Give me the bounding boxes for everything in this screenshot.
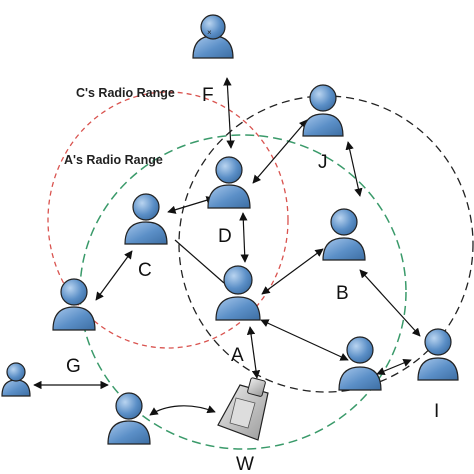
label-w: W: [236, 454, 254, 474]
label-a: A: [231, 345, 244, 366]
node-i: [417, 328, 459, 381]
c-radio-range-label: C's Radio Range: [76, 86, 175, 100]
link-d-a: [239, 212, 249, 263]
node-e: [107, 392, 151, 445]
a-radio-range-label: A's Radio Range: [64, 153, 163, 167]
node-a: [215, 265, 261, 321]
label-g: G: [66, 356, 81, 377]
node-j: [302, 84, 344, 137]
link-a-c: [174, 239, 225, 284]
link-w-e: [149, 405, 216, 416]
c-radio-range-circle: [47, 91, 289, 349]
svg-text:×: ×: [207, 28, 212, 37]
label-b: B: [336, 283, 349, 304]
node-d: [207, 156, 251, 209]
link-j-d: [252, 119, 308, 184]
label-f: F: [202, 85, 214, 106]
node-g: [52, 278, 96, 331]
link-a-b: [261, 248, 324, 295]
link-a-w: [246, 326, 261, 379]
link-i-right: [376, 358, 412, 376]
links: [33, 77, 421, 416]
node-w-phone-icon: [217, 377, 269, 441]
link-a-i: [260, 319, 349, 361]
label-c: C: [138, 260, 152, 281]
link-b-i: [359, 269, 421, 337]
node-x: [1, 362, 31, 397]
node-f: ×: [192, 14, 234, 59]
label-j: J: [318, 152, 328, 173]
link-f-d: [223, 77, 235, 149]
label-d: D: [218, 226, 232, 247]
node-h: [338, 336, 382, 391]
link-c-g: [95, 250, 133, 301]
link-j-b: [345, 141, 363, 197]
node-c: [124, 193, 168, 245]
label-i: I: [434, 401, 439, 422]
node-b: [322, 208, 366, 261]
link-d-c: [167, 196, 215, 214]
